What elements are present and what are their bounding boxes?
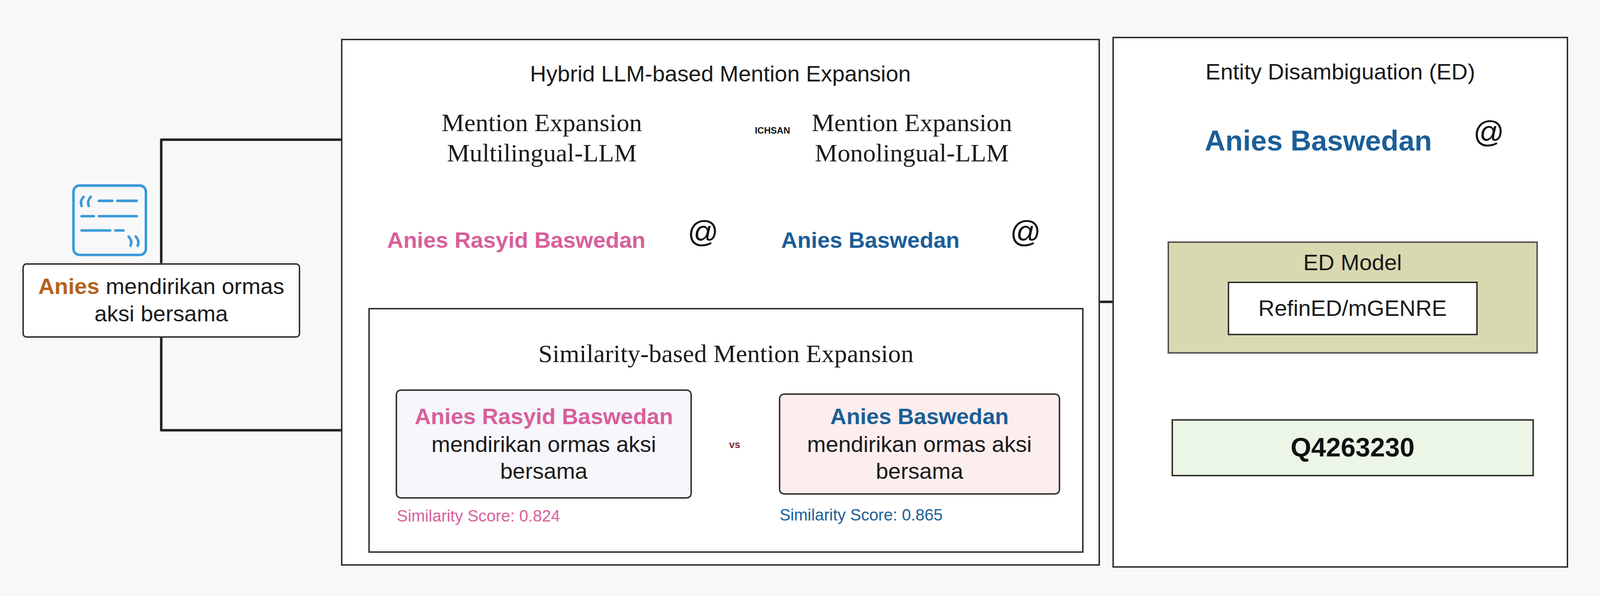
node-heading: ED Model	[1303, 249, 1402, 277]
mention-text: Anies Baswedan	[1195, 118, 1441, 164]
node-heading: Anies Baswedan	[1204, 123, 1432, 159]
sentence-line: Aniesmendirikan ormas aksi bersama	[32, 273, 291, 328]
flow-arrow	[161, 139, 358, 263]
similarity-score: Similarity Score: 0.824	[397, 507, 561, 526]
node-heading: Q4263230	[1290, 431, 1415, 464]
document-frame	[73, 185, 147, 256]
node-heading: Mention Expansion Multilingual-LLM	[426, 107, 658, 169]
model-label: Mention Expansion Multilingual-LLM	[363, 101, 713, 174]
at-symbol: @	[687, 214, 719, 249]
node-body: mendirikan ormas aksi bersama	[94, 273, 285, 327]
sentence-box: Anies Rasyid Baswedanmendirikan ormas ak…	[395, 389, 692, 500]
similarity-score: Similarity Score: 0.865	[779, 506, 943, 525]
flow-arrow	[161, 337, 363, 431]
node-body: mendirikan ormas aksi bersama	[407, 431, 680, 486]
text-lines	[81, 200, 137, 231]
mention-text: Anies Rasyid Baswedan	[377, 220, 656, 261]
result-box: Q4263230	[1171, 419, 1534, 477]
node-heading: Anies Rasyid Baswedan	[414, 403, 674, 431]
quote-mark	[128, 236, 139, 246]
document-icon	[73, 185, 147, 256]
sentence-box: Anies Baswedanmendirikan ormas aksi bers…	[778, 393, 1061, 495]
node-heading: Hybrid LLM-based Mention Expansion	[529, 60, 911, 88]
at-symbol: @	[1473, 114, 1505, 149]
node-heading: Anies	[38, 273, 100, 300]
mention-text: Anies Baswedan	[768, 220, 973, 261]
node-heading: Anies Baswedan	[781, 227, 960, 254]
node-heading: Similarity-based Mention Expansion	[538, 338, 914, 370]
node-heading: Anies Rasyid Baswedan	[387, 227, 646, 254]
model-box: ED ModelRefinED/mGENRE	[1167, 241, 1538, 354]
model-label: Mention Expansion Monolingual-LLM	[744, 101, 1084, 174]
node-heading: Entity Disambiguation (ED)	[1205, 58, 1475, 86]
at-symbol: @	[1010, 214, 1042, 249]
node-heading: Anies Baswedan	[830, 403, 1009, 431]
model-box: RefinED/mGENRE	[1227, 281, 1478, 337]
icon-text: ICHSAN	[755, 125, 791, 136]
node-heading: RefinED/mGENRE	[1258, 295, 1447, 323]
input-box: Aniesmendirikan ormas aksi bersama	[22, 263, 300, 338]
node-body: mendirikan ormas aksi bersama	[790, 431, 1049, 486]
versus-mark: vs	[729, 439, 741, 451]
panel: Hybrid LLM-based Mention ExpansionMentio…	[340, 38, 1100, 567]
quote-mark	[81, 196, 91, 206]
node-heading: Mention Expansion Monolingual-LLM	[802, 107, 1022, 169]
